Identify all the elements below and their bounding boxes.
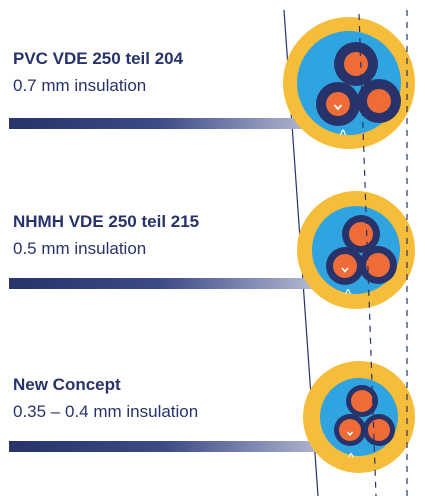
cable-label-nhmh: NHMH VDE 250 teil 215 0.5 mm insulation bbox=[13, 212, 199, 259]
chevron-down-icon bbox=[346, 431, 354, 437]
cable-title: NHMH VDE 250 teil 215 bbox=[13, 212, 200, 231]
conductor bbox=[326, 92, 350, 116]
conductor bbox=[339, 419, 361, 441]
cable-label-new-concept: New Concept 0.35 – 0.4 mm insulation bbox=[13, 375, 198, 422]
conductor bbox=[368, 419, 390, 441]
conductor bbox=[351, 390, 373, 412]
conductor bbox=[367, 89, 391, 113]
insulation-bar bbox=[9, 118, 339, 129]
cable-title: PVC VDE 250 teil 204 bbox=[13, 49, 184, 68]
cable-insulation-text: 0.5 mm insulation bbox=[13, 239, 147, 258]
cable-label-pvc: PVC VDE 250 teil 204 0.7 mm insulation bbox=[13, 49, 183, 96]
conductor bbox=[349, 222, 373, 246]
caret-up-icon: ^ bbox=[339, 127, 346, 141]
cable-insulation-text: 0.7 mm insulation bbox=[13, 76, 147, 95]
conductor bbox=[344, 52, 368, 76]
conductor bbox=[366, 253, 390, 277]
cable-title: New Concept bbox=[13, 375, 121, 394]
cable-cross-section-new-concept: ^ bbox=[9, 361, 415, 473]
caret-up-icon: ^ bbox=[348, 452, 354, 463]
cable-cross-section-nhmh: ^ bbox=[9, 191, 415, 309]
cable-cross-section-pvc: ^ bbox=[9, 17, 415, 149]
dashed-guide-line bbox=[358, 13, 377, 496]
cable-insulation-text: 0.35 – 0.4 mm insulation bbox=[13, 402, 199, 421]
chevron-down-icon bbox=[333, 104, 343, 111]
caret-up-icon: ^ bbox=[345, 288, 352, 300]
chevron-down-icon bbox=[341, 267, 349, 273]
conductor bbox=[333, 254, 357, 278]
insulation-bar bbox=[9, 441, 354, 452]
insulation-bar bbox=[9, 278, 344, 289]
